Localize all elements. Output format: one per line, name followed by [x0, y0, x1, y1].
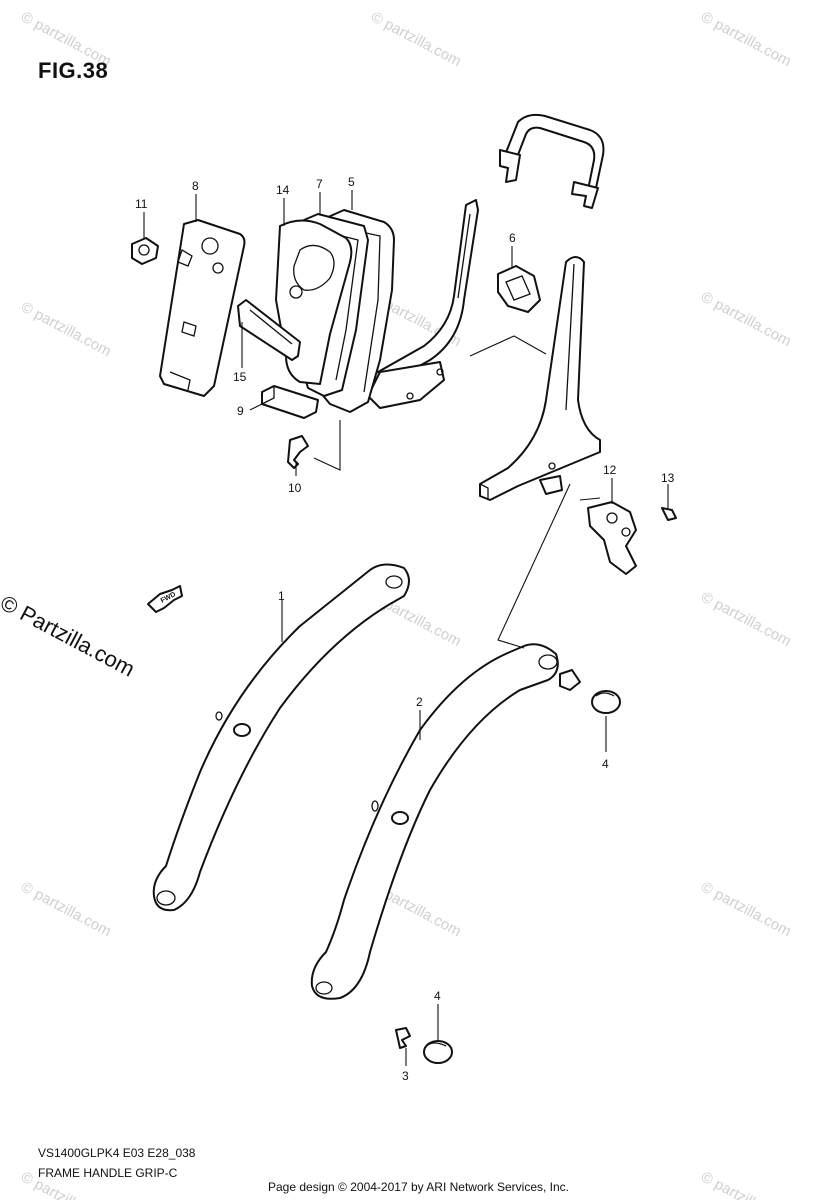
watermark-3: © partzilla.com [698, 9, 794, 71]
switch-bracket-part-12[interactable] [587, 501, 637, 575]
callout-1: 1 [278, 589, 285, 603]
callout-6: 6 [509, 231, 516, 245]
leader-lines [143, 190, 669, 1066]
watermark-13: © partzilla.com [698, 1169, 794, 1200]
callout-8: 8 [192, 179, 199, 193]
watermark-layer: © partzilla.com © partzilla.com © partzi… [18, 9, 794, 1200]
callout-14: 14 [276, 183, 290, 197]
watermark-4: © partzilla.com [18, 299, 114, 361]
page-credit: Page design © 2004-2017 by ARI Network S… [268, 1180, 570, 1194]
pad-part-9[interactable] [261, 385, 319, 419]
cap-part-4-lower[interactable] [423, 1040, 453, 1064]
base-plate-part-8[interactable] [159, 219, 246, 397]
grommet-part-11[interactable] [131, 237, 159, 265]
watermark-6: © partzilla.com [698, 289, 794, 351]
bolt-part-3[interactable] [395, 1027, 411, 1049]
model-code: VS1400GLPK4 E03 E28_038 [38, 1146, 196, 1160]
callout-15: 15 [233, 370, 247, 384]
callout-3: 3 [402, 1069, 409, 1083]
figure-title: FIG.38 [38, 58, 109, 83]
bolt-part-10[interactable] [287, 435, 309, 469]
callout-9: 9 [237, 404, 244, 418]
watermark-9: © partzilla.com [18, 879, 114, 941]
callout-4-upper: 4 [602, 757, 609, 771]
cap-part-4-upper[interactable] [591, 690, 621, 714]
clip-bracket-part-6[interactable] [497, 265, 541, 313]
frame-handle-part-2[interactable] [310, 643, 581, 1000]
side-bracket-part[interactable] [355, 199, 479, 409]
figure-caption: FRAME HANDLE GRIP-C [38, 1166, 178, 1180]
callout-12: 12 [603, 463, 617, 477]
fwd-arrow-icon: FWD [147, 585, 183, 613]
callout-labels: 11 8 14 7 5 6 15 9 10 12 13 1 2 4 4 3 [135, 175, 675, 1083]
screw-part-13[interactable] [661, 507, 677, 521]
strap-part-15[interactable] [237, 299, 301, 361]
callout-13: 13 [661, 471, 675, 485]
callout-2: 2 [416, 695, 423, 709]
watermark-11: © partzilla.com [698, 879, 794, 941]
callout-5: 5 [348, 175, 355, 189]
frame-handle-part-1[interactable] [152, 563, 410, 912]
callout-10: 10 [288, 481, 302, 495]
backrest-frame-part[interactable] [479, 256, 601, 501]
grab-handle-part[interactable] [499, 113, 605, 209]
callout-11: 11 [135, 197, 148, 211]
watermark-2: © partzilla.com [368, 9, 464, 71]
watermark-8: © partzilla.com [698, 589, 794, 651]
callout-4-lower: 4 [434, 989, 441, 1003]
callout-7: 7 [316, 177, 323, 191]
